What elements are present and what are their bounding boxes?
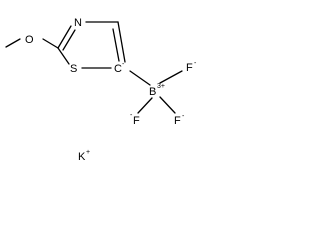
atom-boron: B — [149, 86, 156, 98]
bond-c2-nitrogen — [57, 25, 72, 49]
bond-boron-fluorine-bottom-left — [137, 97, 153, 114]
atom-fluorine-bottom-right: F — [174, 115, 181, 127]
bond-c4-c5 — [117, 21, 126, 63]
bond-c4-c5-inner — [112, 28, 120, 62]
fluorine-bottom-left-charge: - — [130, 112, 133, 119]
potassium-ion: K — [78, 151, 86, 163]
atom-carbanion: C — [114, 63, 122, 75]
atom-oxygen: O — [25, 34, 34, 46]
fluorine-top-charge: - — [194, 60, 197, 67]
bond-methyl-oxygen — [5, 38, 21, 48]
fluorine-bottom-right-charge: - — [182, 113, 185, 120]
atom-fluorine-top: F — [186, 62, 193, 74]
carbanion-charge: - — [122, 61, 125, 68]
atom-nitrogen: N — [74, 17, 82, 29]
atom-fluorine-bottom-left: F — [133, 115, 140, 127]
atom-sulfur: S — [70, 63, 77, 75]
bond-boron-fluorine-bottom-right — [159, 96, 176, 114]
potassium-charge: + — [86, 149, 90, 156]
bond-boron-fluorine-top — [159, 70, 183, 84]
bond-sulfur-c2 — [57, 47, 70, 65]
bond-c2-nitrogen-inner — [62, 29, 76, 51]
boron-charge: 3+ — [157, 83, 165, 90]
bond-oxygen-c2 — [42, 38, 59, 49]
bond-c5-boron — [129, 70, 151, 86]
chemical-structure: O N S C - B 3+ F - - F F - K + — [5, 17, 197, 163]
